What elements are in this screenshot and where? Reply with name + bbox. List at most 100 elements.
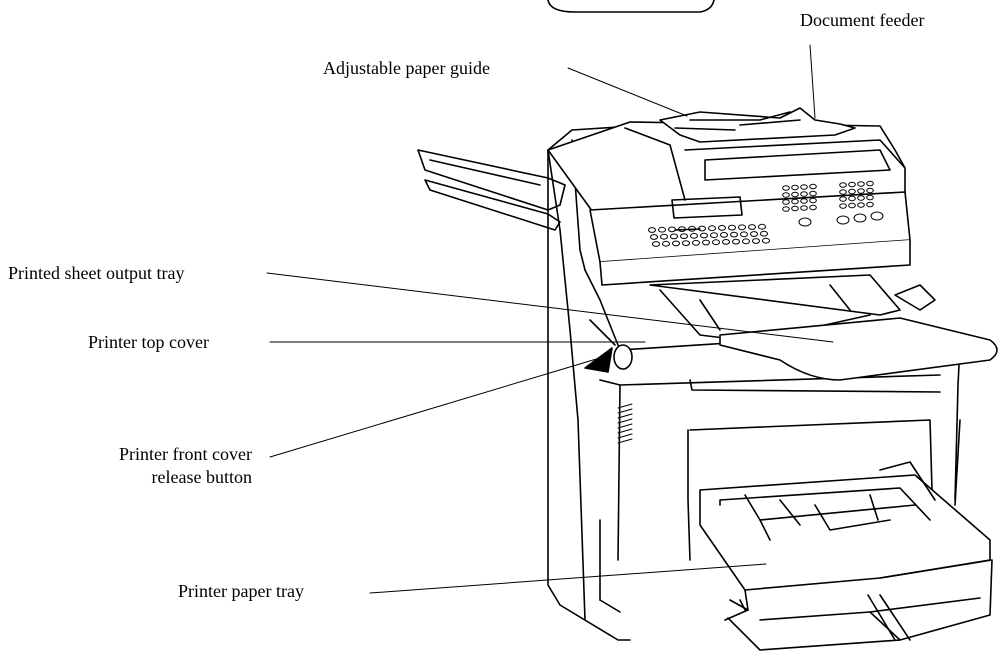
keypad-button <box>650 234 658 240</box>
keypad-button <box>668 226 676 233</box>
keypad-button <box>791 198 799 205</box>
keypad-button <box>648 227 656 233</box>
keypad-button <box>760 230 768 237</box>
keypad-button <box>732 238 740 245</box>
label-line-1: Printer front cover <box>119 444 252 464</box>
label-printer-front-cover-release-button: Printer front cover release button <box>40 443 252 489</box>
vent-slat <box>617 423 633 429</box>
keypad-button <box>680 233 688 240</box>
vent-slat <box>617 433 633 439</box>
vent-slat <box>617 438 633 444</box>
keypad-button <box>857 188 865 194</box>
keypad-button <box>762 237 770 244</box>
keypad-button <box>782 192 790 198</box>
keypad-button <box>690 232 698 239</box>
vent-slat <box>617 418 633 424</box>
keypad-button <box>750 231 758 237</box>
keypad-button <box>791 184 799 191</box>
keypad-button <box>798 217 812 227</box>
keypad-button <box>660 233 668 240</box>
label-printer-top-cover: Printer top cover <box>88 332 209 352</box>
keypad-button <box>712 239 720 246</box>
keypad-button <box>839 182 847 188</box>
keypad-button <box>839 203 847 209</box>
control-panel-keypad <box>648 180 884 247</box>
keypad-button <box>730 231 738 238</box>
keypad-button <box>791 205 799 212</box>
keypad-button <box>728 224 736 231</box>
keypad-button <box>870 211 884 221</box>
keypad-button <box>678 226 686 233</box>
leader-printer-front-cover-release <box>269 356 604 458</box>
keypad-button <box>866 194 874 201</box>
keypad-button <box>809 197 817 204</box>
keypad-button <box>738 224 746 231</box>
label-adjustable-paper-guide: Adjustable paper guide <box>323 58 490 78</box>
keypad-button <box>848 188 856 195</box>
vent-slat <box>617 403 633 409</box>
vent-slat <box>617 428 633 434</box>
control-panel <box>589 191 911 286</box>
keypad-button <box>800 205 808 211</box>
keypad-button <box>848 195 856 202</box>
paper-tray <box>699 461 993 651</box>
keypad-button <box>718 225 726 231</box>
leader-printed-sheet-output-tray <box>266 272 834 343</box>
keypad-button <box>652 241 660 247</box>
keypad-button <box>809 183 817 190</box>
keypad-button <box>800 191 808 197</box>
vent-slat <box>617 413 633 419</box>
keypad-button <box>710 232 718 239</box>
vent-slat <box>617 408 633 414</box>
label-printed-sheet-output-tray: Printed sheet output tray <box>8 263 185 283</box>
keypad-button <box>809 204 817 211</box>
keypad-button <box>782 206 790 212</box>
keypad-button <box>688 225 696 232</box>
keypad-button <box>853 213 867 223</box>
document-chute-edge <box>547 0 715 13</box>
keypad-button <box>857 181 865 187</box>
document-output-tray <box>417 149 566 231</box>
keypad-button <box>742 238 750 245</box>
keypad-button <box>708 225 716 232</box>
keypad-button <box>700 232 708 239</box>
keypad-button <box>866 201 874 208</box>
front-cover-release-button <box>584 319 633 373</box>
keypad-button <box>740 231 748 238</box>
keypad-button <box>800 198 808 204</box>
keypad-button <box>782 199 790 205</box>
keypad-button <box>866 187 874 194</box>
keypad-button <box>839 196 847 202</box>
keypad-button <box>839 189 847 195</box>
label-printer-paper-tray: Printer paper tray <box>178 581 304 601</box>
keypad-button <box>758 223 766 230</box>
label-document-feeder: Document feeder <box>800 10 925 30</box>
keypad-button <box>866 180 874 187</box>
keypad-button <box>720 232 728 238</box>
keypad-button <box>791 191 799 198</box>
keypad-button <box>857 195 865 201</box>
leader-document-feeder <box>809 44 816 119</box>
side-vent <box>617 403 633 444</box>
keypad-button <box>809 190 817 197</box>
label-line-2: release button <box>151 467 252 487</box>
output-tray <box>649 274 998 381</box>
keypad-button <box>848 181 856 188</box>
keypad-button <box>670 233 678 240</box>
keypad-button <box>800 184 808 190</box>
keypad-button <box>692 239 700 246</box>
keypad-button <box>848 202 856 209</box>
keypad-button <box>702 239 710 246</box>
keypad-button <box>782 185 790 191</box>
leader-adjustable-paper-guide <box>567 67 688 117</box>
keypad-button <box>672 240 680 247</box>
keypad-button <box>857 202 865 208</box>
keypad-button <box>698 225 706 232</box>
keypad-button <box>752 238 760 244</box>
keypad-button <box>748 224 756 230</box>
keypad-button <box>658 226 666 233</box>
leader-printer-paper-tray <box>369 563 767 594</box>
keypad-button <box>682 240 690 247</box>
